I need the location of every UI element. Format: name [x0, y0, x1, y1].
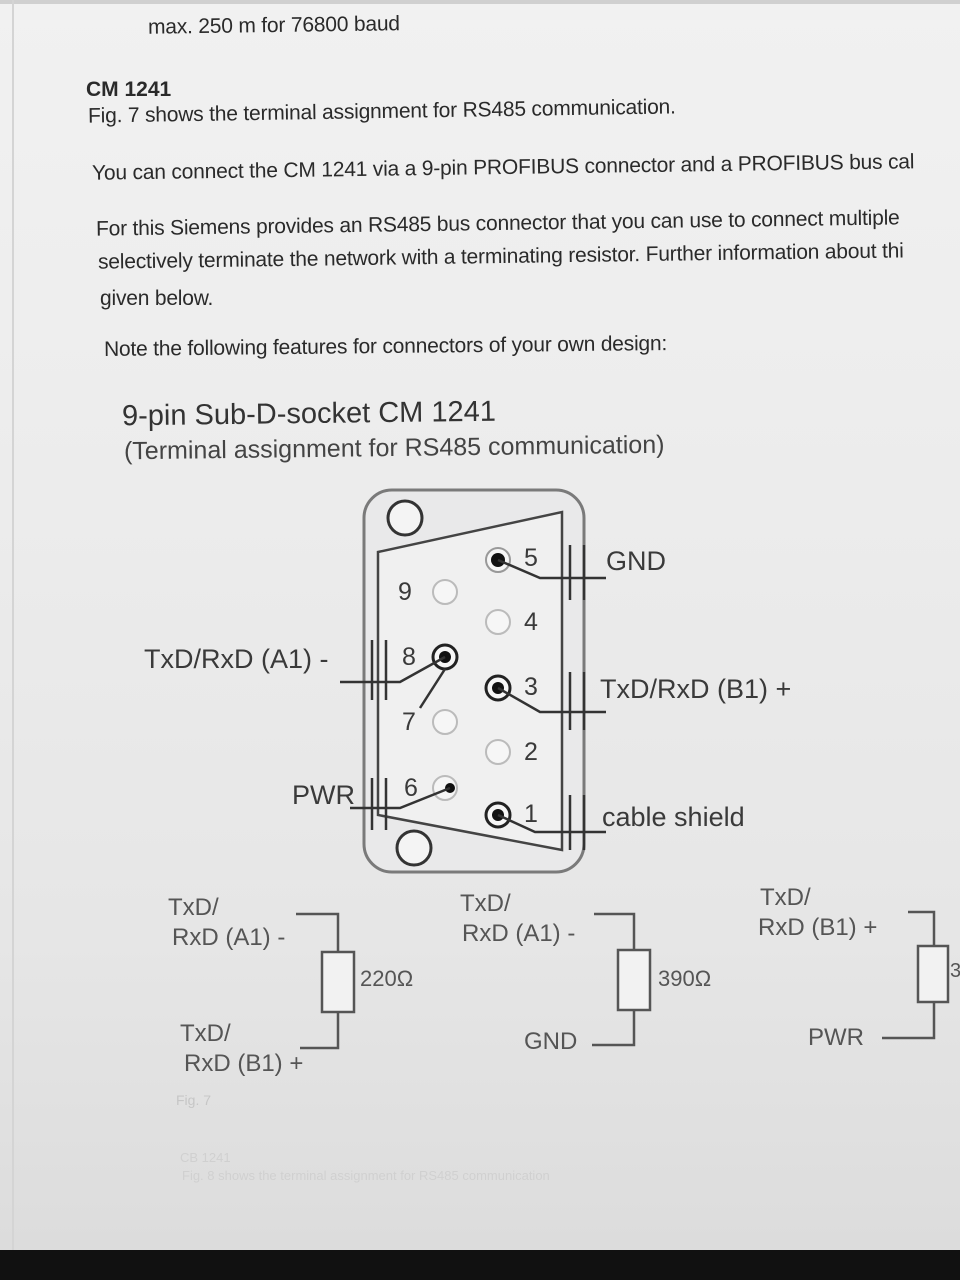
r1-bottom-lead [300, 1012, 340, 1050]
figure-label: Fig. 7 [176, 1092, 212, 1108]
r2-body [616, 948, 652, 1012]
section-heading: CM 1241 [86, 78, 172, 101]
r2-value: 390Ω [658, 966, 712, 991]
cb-heading: CB 1241 [180, 1150, 231, 1165]
gnd-wire [497, 558, 606, 580]
mounting-hole-bottom [395, 829, 433, 867]
a1-wire [340, 655, 446, 684]
pin-5-label: 5 [524, 544, 538, 572]
document-page: max. 250 m for 76800 baud CM 1241 Fig. 7… [0, 0, 960, 1250]
r3-bottom-lead [882, 1002, 936, 1040]
siemens-text-line-3: given below. [100, 287, 214, 310]
screen-bezel [0, 1250, 960, 1280]
pin-4 [485, 609, 511, 635]
r3-top-lead [908, 910, 936, 946]
pin-4-label: 4 [524, 608, 538, 636]
page-left-border [12, 0, 14, 1250]
r2-top-label-1: TxD/ [460, 890, 511, 917]
cable-shield-label: cable shield [602, 802, 745, 832]
r1-bottom-label-1: TxD/ [180, 1020, 231, 1047]
a1-label: TxD/RxD (A1) - [144, 644, 329, 674]
pin-9 [432, 579, 458, 605]
b1-label: TxD/RxD (B1) + [600, 674, 792, 704]
pin-2-label: 2 [524, 738, 538, 766]
pin-2 [485, 739, 511, 765]
pwr-label: PWR [292, 780, 355, 810]
pin-7-label: 7 [402, 708, 416, 736]
r2-bottom-lead [592, 1010, 636, 1047]
r3-body [916, 944, 950, 1004]
gnd-label: GND [606, 546, 666, 576]
r3-value: 3 [950, 960, 960, 982]
pwr-wire [350, 786, 451, 810]
pin-1-label: 1 [524, 800, 538, 828]
pin-9-label: 9 [398, 578, 412, 606]
cb-caption: Fig. 8 shows the terminal assignment for… [182, 1168, 550, 1183]
pin-8-label: 8 [402, 643, 416, 671]
r2-top-label-2: RxD (A1) - [462, 920, 576, 947]
r1-top-label-2: RxD (A1) - [172, 924, 286, 951]
r3-top-label-1: TxD/ [760, 884, 811, 911]
r1-bottom-label-2: RxD (B1) + [184, 1050, 304, 1077]
sub-d-connector-diagram [296, 488, 950, 1050]
r2-top-lead [594, 912, 636, 950]
r1-top-label-1: TxD/ [168, 894, 219, 921]
r2-bottom-label: GND [524, 1028, 578, 1055]
mounting-hole-top [386, 499, 424, 537]
pin-7 [432, 709, 458, 735]
shield-wire [497, 813, 606, 834]
pin-3-label: 3 [524, 673, 538, 701]
r1-body [320, 950, 356, 1014]
r3-bottom-label: PWR [808, 1024, 864, 1051]
r1-top-lead [296, 912, 340, 952]
r1-value: 220Ω [360, 966, 414, 991]
r3-top-label-2: RxD (B1) + [758, 914, 878, 941]
connector-insert [376, 510, 564, 852]
pin-6-label: 6 [404, 774, 418, 802]
page-top-border [0, 0, 960, 4]
